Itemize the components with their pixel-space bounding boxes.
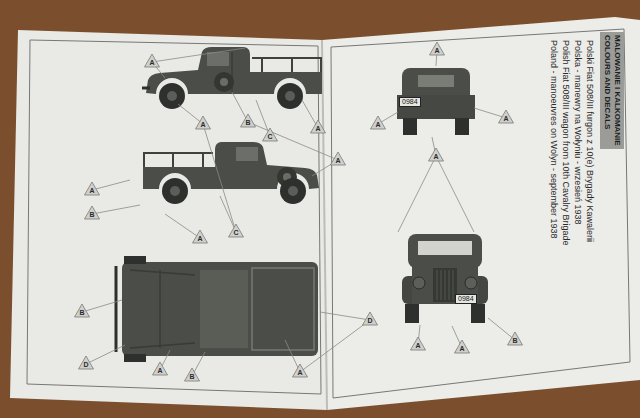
- callout-triangle: [430, 42, 445, 55]
- callout-triangle: [371, 116, 386, 129]
- callout-triangle: [429, 148, 444, 161]
- front-view: [402, 234, 488, 323]
- leader-line: [92, 205, 140, 214]
- callout-letter: A: [433, 153, 438, 161]
- header-box: MALOWANIE I KALKOMANIECOLOURS AND DECALS: [600, 32, 624, 149]
- rear-view: [397, 68, 475, 135]
- callout-letter: B: [89, 211, 94, 219]
- callout-triangle: [229, 224, 244, 237]
- marking-description: Polski Fiat 508/III furgon z 10(e) Bryga…: [584, 40, 595, 242]
- header-text: COLOURS AND DECALS: [602, 35, 612, 146]
- callout-triangle: [196, 116, 211, 129]
- callout-triangle: [411, 337, 426, 350]
- callout-triangle: [145, 54, 160, 67]
- callout-letter: A: [149, 59, 154, 67]
- callout-triangle: [75, 304, 90, 317]
- leader-line: [86, 345, 125, 364]
- callout-letter: C: [233, 229, 238, 237]
- callout-letter: D: [83, 361, 88, 369]
- callout-triangle: [499, 110, 514, 123]
- callout-letter: C: [267, 133, 272, 141]
- leader-line: [82, 300, 122, 312]
- licence-plate: 0984: [399, 97, 421, 107]
- callout-triangle: [455, 340, 470, 353]
- callout-triangle: [85, 206, 100, 219]
- leader-line: [220, 196, 236, 232]
- callout-letter: A: [459, 345, 464, 353]
- callout-letter: B: [512, 337, 517, 345]
- callout-letter: A: [89, 187, 94, 195]
- leader-line: [300, 320, 370, 372]
- leader-line: [474, 108, 506, 118]
- leader-line: [248, 122, 338, 160]
- licence-plate: 0984: [455, 294, 477, 304]
- callout-letter: A: [297, 369, 302, 377]
- leader-line: [178, 104, 203, 124]
- leader-lines: [82, 48, 515, 376]
- marking-description: Polish Fiat 508/III wagon from 10th Cava…: [560, 40, 571, 246]
- callout-letter: A: [335, 157, 340, 165]
- leader-line: [165, 214, 200, 238]
- callout-triangles: [75, 42, 523, 381]
- callout-triangle: [311, 120, 326, 133]
- callout-letter: A: [157, 367, 162, 375]
- callout-triangle: [185, 368, 200, 381]
- callout-letter: B: [79, 309, 84, 317]
- marking-description: Polska - manewry na Wołyniu - wrzesień 1…: [572, 40, 583, 224]
- spine: [322, 40, 327, 410]
- leader-line: [320, 312, 370, 320]
- page-frame: [331, 29, 630, 398]
- callout-triangle: [293, 364, 308, 377]
- callout-triangle: [79, 356, 94, 369]
- left-page: [10, 30, 327, 410]
- callout-triangle: [508, 332, 523, 345]
- callout-letter: A: [434, 47, 439, 55]
- callout-letter: B: [245, 119, 250, 127]
- right-page: [322, 17, 640, 410]
- callout-letter: A: [375, 121, 380, 129]
- header-text: MALOWANIE I KALKOMANIE: [612, 35, 622, 146]
- callout-triangle: [331, 152, 346, 165]
- callout-triangle: [193, 230, 208, 243]
- leader-line: [152, 48, 245, 62]
- callout-triangle: [363, 312, 378, 325]
- leader-line: [488, 318, 515, 340]
- callout-letter: D: [367, 317, 372, 325]
- callout-letter: A: [503, 115, 508, 123]
- leader-line: [92, 180, 130, 190]
- callout-letter: A: [315, 125, 320, 133]
- leader-line: [203, 124, 236, 232]
- callout-triangle: [241, 114, 256, 127]
- callout-triangle: [153, 362, 168, 375]
- side-view: [143, 142, 319, 204]
- marking-description: Poland - manoeuvres on Wolyn - september…: [548, 40, 559, 238]
- callout-letter: A: [200, 121, 205, 129]
- callout-letter: A: [415, 342, 420, 350]
- leader-line: [436, 156, 474, 232]
- callout-triangle: [263, 128, 278, 141]
- side-view: [142, 47, 322, 109]
- page-frame: [27, 40, 321, 394]
- callout-letter: A: [197, 235, 202, 243]
- leader-line: [398, 156, 436, 232]
- callout-letter: B: [189, 373, 194, 381]
- callout-triangle: [85, 182, 100, 195]
